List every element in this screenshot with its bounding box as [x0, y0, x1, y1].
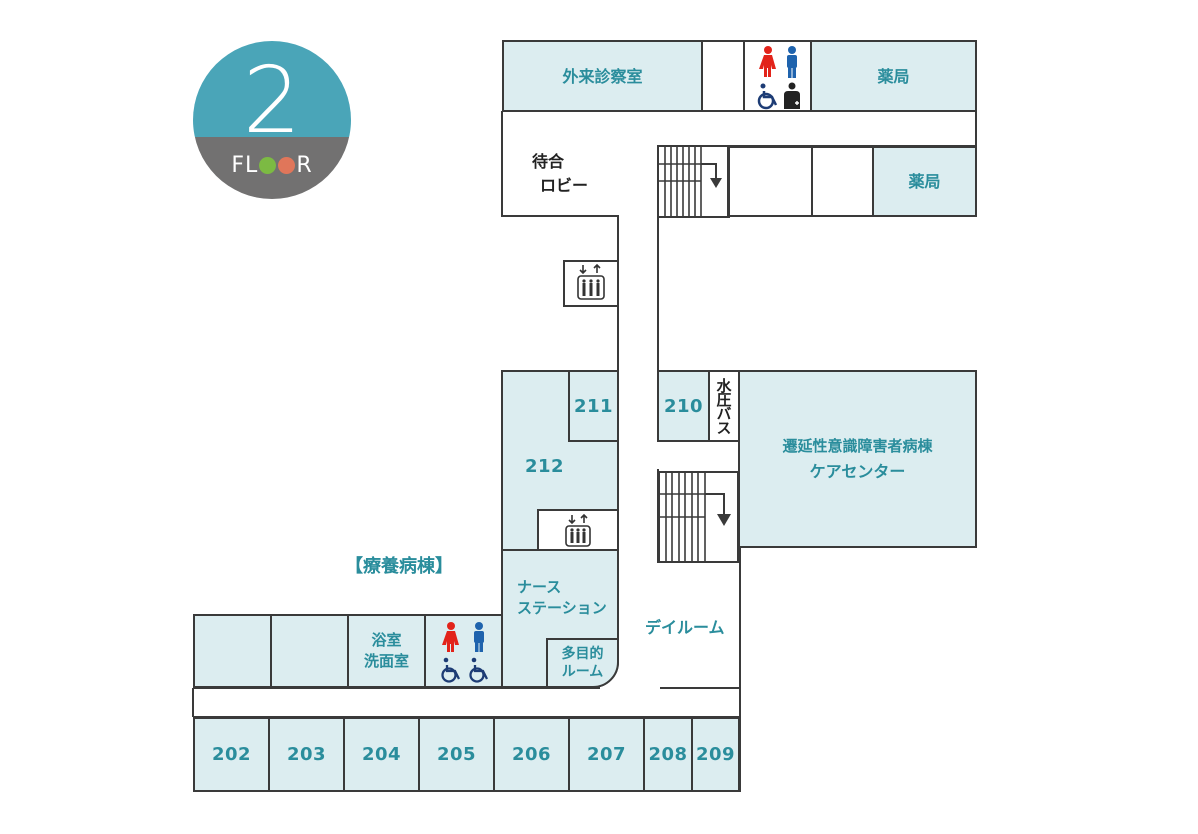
room-211[interactable]: 211 [568, 370, 619, 442]
badge-top [193, 41, 351, 137]
waiting-lobby-label: 待合 ロビー [532, 152, 589, 195]
stairs-upper-icon [657, 145, 730, 218]
room-207[interactable]: 207 [568, 717, 645, 792]
restroom-top[interactable] [743, 40, 812, 112]
room-pharmacy-second[interactable]: 薬局 [872, 146, 977, 217]
ostomate-icon [783, 82, 800, 109]
elevator-upper-icon [563, 260, 619, 307]
floor-number: 2 [242, 47, 302, 154]
restroom-lower[interactable] [424, 614, 503, 688]
female-restroom-icon [441, 622, 459, 652]
wheelchair-icon [440, 665, 488, 683]
room-multipurpose[interactable]: 多目的 ルーム [546, 638, 619, 688]
restroom-lower-icons [440, 622, 488, 683]
room-202[interactable]: 202 [193, 717, 270, 792]
wheelchair-icon [757, 91, 777, 110]
room-pharmacy-top[interactable]: 薬局 [810, 40, 977, 112]
orange-dot-icon [278, 157, 296, 174]
elevator-icon [565, 513, 591, 547]
green-dot-icon [259, 157, 277, 174]
female-restroom-icon [758, 46, 776, 77]
day-room-label: デイルーム [645, 618, 725, 637]
ward-section-title: 【療養病棟】 [345, 556, 453, 577]
room-care-center[interactable]: 遷延性意識障害者病棟 ケアセンター [738, 370, 977, 548]
restroom-top-icons [757, 46, 800, 110]
male-restroom-icon [473, 622, 484, 652]
room-208[interactable]: 208 [643, 717, 693, 792]
room-outpatient-exam[interactable]: 外来診察室 [502, 40, 703, 112]
room-203[interactable]: 203 [268, 717, 345, 792]
male-restroom-icon [786, 46, 797, 78]
stairs-lower-icon [658, 471, 739, 563]
